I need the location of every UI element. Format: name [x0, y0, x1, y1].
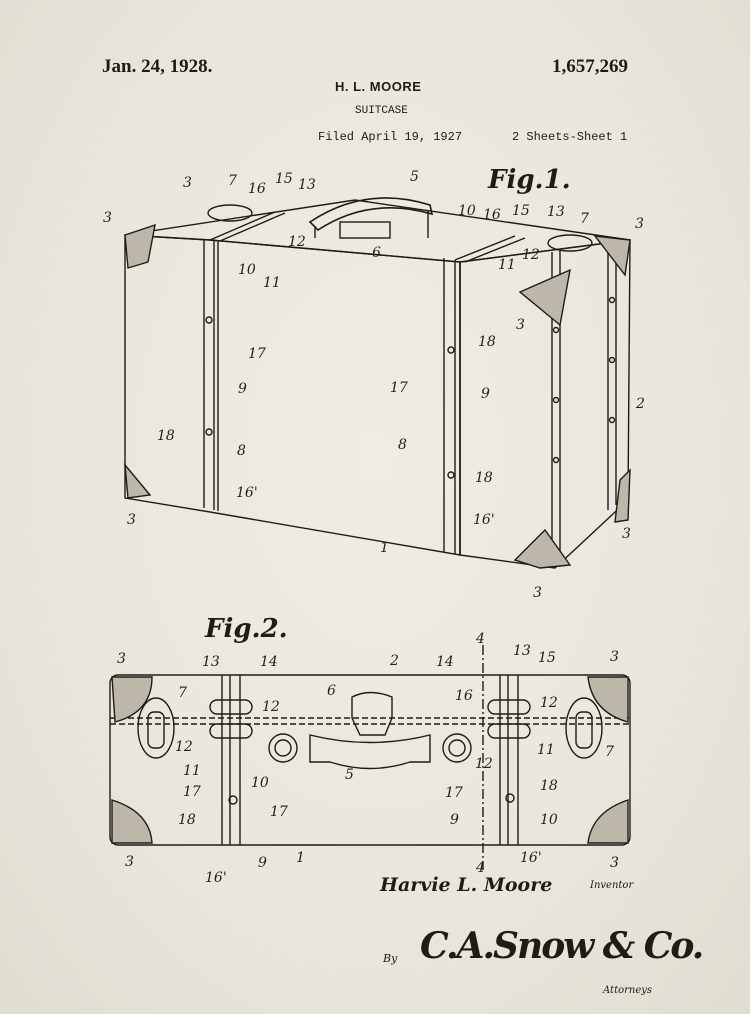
svg-text:2: 2 [389, 653, 399, 669]
svg-text:12: 12 [522, 247, 540, 263]
svg-text:3: 3 [610, 855, 619, 871]
svg-text:11: 11 [498, 257, 516, 273]
svg-text:3: 3 [610, 649, 619, 665]
svg-text:5: 5 [410, 169, 419, 185]
filed-date: Filed April 19, 1927 [318, 130, 463, 144]
svg-text:3: 3 [635, 216, 644, 232]
svg-text:4: 4 [475, 860, 485, 876]
svg-text:5: 5 [345, 767, 354, 783]
sheet-count: 2 Sheets-Sheet 1 [512, 130, 628, 144]
svg-text:8: 8 [398, 437, 407, 453]
svg-text:18: 18 [157, 428, 175, 444]
figure-2-label: Fig.2. [205, 614, 288, 644]
svg-text:7: 7 [605, 744, 614, 760]
svg-text:6: 6 [372, 245, 381, 261]
svg-text:11: 11 [537, 742, 555, 758]
svg-text:16': 16' [520, 850, 542, 866]
svg-text:14: 14 [436, 654, 454, 670]
svg-text:10: 10 [458, 203, 476, 219]
patent-date: Jan. 24, 1928. [102, 56, 213, 77]
svg-text:15: 15 [512, 203, 530, 219]
svg-text:9: 9 [238, 381, 247, 397]
svg-text:3: 3 [103, 210, 112, 226]
svg-text:13: 13 [298, 177, 316, 193]
svg-text:17: 17 [270, 804, 288, 820]
svg-text:12: 12 [262, 699, 280, 715]
svg-text:17: 17 [445, 785, 463, 801]
patent-title: SUITCASE [355, 105, 408, 117]
svg-text:17: 17 [183, 784, 201, 800]
svg-text:13: 13 [202, 654, 220, 670]
svg-text:9: 9 [450, 812, 459, 828]
svg-text:4: 4 [475, 631, 485, 647]
svg-text:3: 3 [117, 651, 126, 667]
svg-text:9: 9 [481, 386, 490, 402]
svg-text:3: 3 [125, 854, 134, 870]
svg-text:18: 18 [178, 812, 196, 828]
inventor-header: H. L. MOORE [335, 79, 422, 94]
inventor-signature: Harvie L. Moore [380, 874, 553, 896]
svg-text:6: 6 [327, 683, 336, 699]
svg-text:8: 8 [237, 443, 246, 459]
svg-text:10: 10 [540, 812, 558, 828]
svg-text:3: 3 [183, 175, 192, 191]
svg-text:12: 12 [475, 756, 493, 772]
svg-text:15: 15 [275, 171, 293, 187]
patent-number: 1,657,269 [552, 56, 628, 77]
svg-text:1: 1 [380, 540, 389, 556]
svg-text:16: 16 [248, 181, 266, 197]
svg-text:16: 16 [455, 688, 473, 704]
svg-text:3: 3 [516, 317, 525, 333]
svg-text:18: 18 [475, 470, 493, 486]
svg-text:9: 9 [258, 855, 267, 871]
inventor-label: Inventor [590, 880, 634, 891]
svg-text:18: 18 [478, 334, 496, 350]
svg-text:7: 7 [178, 685, 187, 701]
svg-text:12: 12 [288, 234, 306, 250]
svg-text:3: 3 [622, 526, 631, 542]
svg-text:11: 11 [263, 275, 281, 291]
svg-text:12: 12 [175, 739, 193, 755]
svg-text:11: 11 [183, 763, 201, 779]
svg-text:13: 13 [513, 643, 531, 659]
svg-text:18: 18 [540, 778, 558, 794]
svg-text:14: 14 [260, 654, 278, 670]
svg-text:7: 7 [580, 211, 589, 227]
attorneys-label: Attorneys [603, 985, 653, 996]
svg-text:16': 16' [205, 870, 227, 886]
svg-text:13: 13 [547, 204, 565, 220]
svg-text:16: 16 [483, 207, 501, 223]
figure-1-label: Fig.1. [488, 165, 571, 195]
svg-text:1: 1 [296, 850, 305, 866]
svg-text:7: 7 [228, 173, 237, 189]
attorney-signature: C.A.Snow & Co. [420, 925, 704, 967]
svg-text:12: 12 [540, 695, 558, 711]
svg-text:2: 2 [635, 396, 645, 412]
svg-text:16': 16' [473, 512, 495, 528]
svg-text:10: 10 [251, 775, 269, 791]
svg-text:17: 17 [390, 380, 408, 396]
svg-text:17: 17 [248, 346, 266, 362]
by-label: By [383, 952, 398, 965]
svg-text:15: 15 [538, 650, 556, 666]
svg-text:10: 10 [238, 262, 256, 278]
svg-text:16': 16' [236, 485, 258, 501]
svg-text:3: 3 [533, 585, 542, 601]
svg-text:3: 3 [127, 512, 136, 528]
